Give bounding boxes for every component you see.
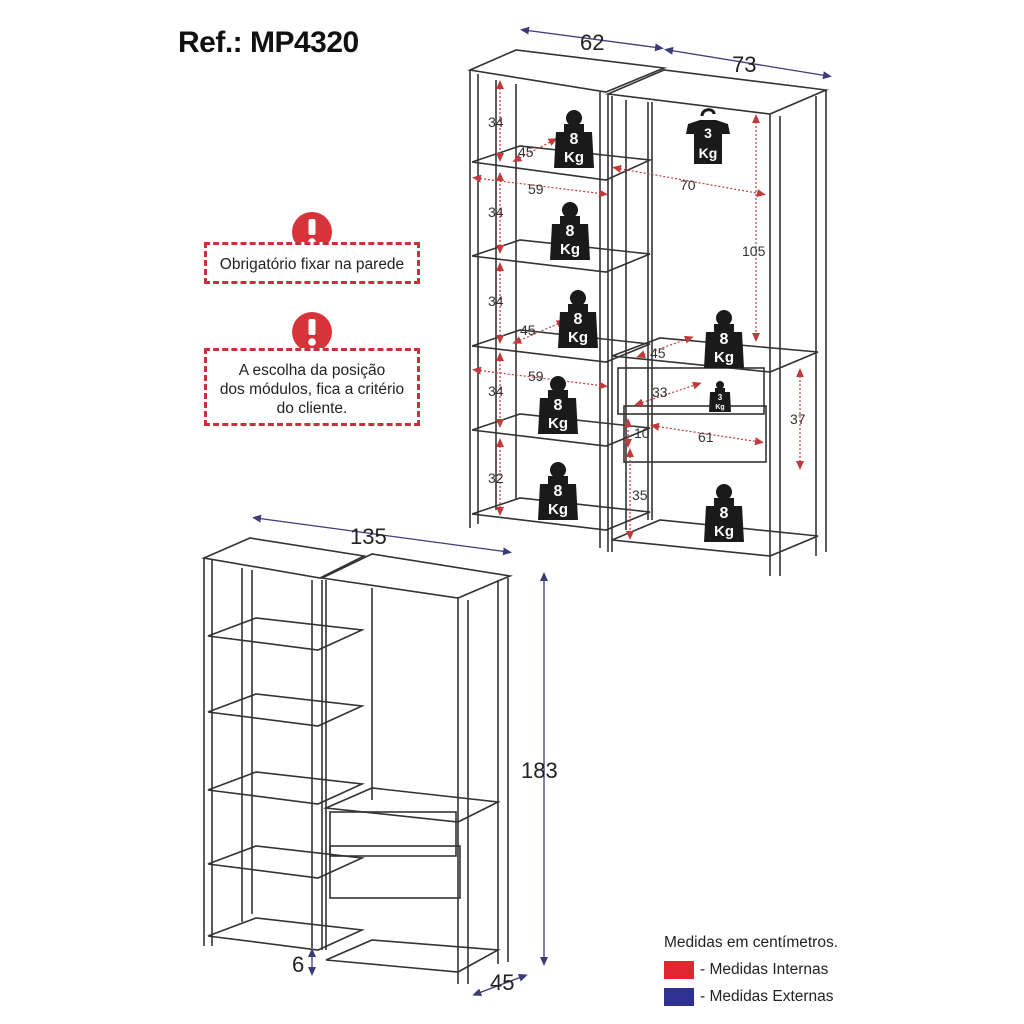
module-position-note-line: A escolha da posição bbox=[238, 362, 386, 379]
dim-shelf-height-3: 34 bbox=[488, 293, 504, 309]
module-position-note-line: dos módulos, fica a critério bbox=[219, 381, 405, 398]
dim-shelf-height-2: 34 bbox=[488, 204, 504, 220]
weight-unit: Kg bbox=[560, 241, 580, 258]
dim-side-shelf-height: 37 bbox=[790, 411, 806, 427]
dim-shelf-depth-2: 45 bbox=[520, 322, 536, 338]
weight-value: 3 bbox=[704, 125, 712, 141]
weight-value: 8 bbox=[574, 311, 583, 328]
dim-shelf-width-1: 59 bbox=[528, 181, 544, 197]
weight-value: 8 bbox=[570, 131, 579, 148]
dim-foot: 6 bbox=[292, 952, 304, 977]
dim-drawer-width: 61 bbox=[698, 429, 714, 445]
weight-icon: 8 Kg bbox=[554, 110, 594, 168]
dim-line-top-right bbox=[664, 46, 832, 80]
weight-icon: 8 Kg bbox=[704, 310, 744, 368]
dim-cabinet-depth: 45 bbox=[650, 345, 666, 361]
external-dimension-labels: 62 73 135 183 45 6 bbox=[292, 30, 756, 995]
weight-icon: 8 Kg bbox=[550, 202, 590, 260]
dim-shelf-width-2: 59 bbox=[528, 368, 544, 384]
weight-value: 8 bbox=[566, 223, 575, 240]
dim-drawer-depth: 33 bbox=[652, 384, 668, 400]
dim-depth: 45 bbox=[490, 970, 514, 995]
dim-top-right: 73 bbox=[732, 52, 756, 77]
dim-rod-width: 70 bbox=[680, 177, 696, 193]
exploded-view-diagram bbox=[467, 49, 830, 576]
dim-top-left: 62 bbox=[580, 30, 604, 55]
weight-value: 8 bbox=[720, 331, 729, 348]
dim-line-depth bbox=[472, 974, 528, 996]
module-position-note: A escolha da posição dos módulos, fica a… bbox=[204, 348, 420, 426]
weight-value: 3 bbox=[718, 393, 723, 402]
dim-lower-height: 35 bbox=[632, 487, 648, 503]
internal-dimension-labels: 34 34 34 34 32 45 45 59 59 70 105 45 33 … bbox=[488, 114, 806, 503]
weight-unit: Kg bbox=[548, 501, 568, 518]
weight-unit: Kg bbox=[564, 149, 584, 166]
weight-value: 8 bbox=[554, 483, 563, 500]
legend-swatch-internal bbox=[664, 961, 694, 979]
dim-shelf-height-4: 34 bbox=[488, 383, 504, 399]
legend: Medidas em centímetros. - Medidas Intern… bbox=[664, 934, 838, 1006]
weight-unit: Kg bbox=[548, 415, 568, 432]
reference-title: Ref.: MP4320 bbox=[178, 26, 359, 59]
weight-badges: 8 Kg 8 Kg 8 Kg 8 Kg 8 Kg 8 Kg bbox=[538, 108, 744, 542]
warning-icon bbox=[292, 312, 332, 352]
weight-value: 8 bbox=[554, 397, 563, 414]
weight-unit: Kg bbox=[714, 349, 734, 366]
weight-unit: Kg bbox=[715, 404, 724, 411]
weight-unit: Kg bbox=[714, 523, 734, 540]
dim-line-width bbox=[252, 514, 512, 556]
legend-title: Medidas em centímetros. bbox=[664, 934, 839, 951]
weight-value: 8 bbox=[720, 505, 729, 522]
dim-shelf-depth-1: 45 bbox=[518, 144, 534, 160]
hanger-weight-icon: 3 Kg bbox=[686, 108, 730, 164]
weight-unit: Kg bbox=[699, 145, 718, 161]
legend-swatch-external bbox=[664, 988, 694, 1006]
dim-drawer-height: 10 bbox=[634, 425, 650, 441]
small-weight-icon: 3 Kg bbox=[709, 381, 731, 412]
weight-icon: 8 Kg bbox=[704, 484, 744, 542]
weight-icon: 8 Kg bbox=[538, 376, 578, 434]
dim-line-top-left bbox=[520, 26, 664, 52]
dim-width: 135 bbox=[350, 524, 387, 549]
legend-item-internal: - Medidas Internas bbox=[664, 961, 838, 979]
dim-shelf-height-1: 34 bbox=[488, 114, 504, 130]
weight-unit: Kg bbox=[568, 329, 588, 346]
legend-label-internal: - Medidas Internas bbox=[700, 961, 829, 978]
weight-icon: 8 Kg bbox=[558, 290, 598, 348]
module-position-note-line: do cliente. bbox=[276, 400, 348, 417]
dim-height: 183 bbox=[521, 758, 558, 783]
legend-label-external: - Medidas Externas bbox=[700, 988, 834, 1005]
wall-fixing-note-text: Obrigatório fixar na parede bbox=[219, 256, 405, 273]
wall-fixing-note: Obrigatório fixar na parede bbox=[204, 242, 420, 284]
assembled-view-diagram bbox=[201, 537, 513, 984]
internal-dimensions bbox=[472, 80, 804, 540]
external-dimensions bbox=[252, 26, 832, 996]
dim-shelf-height-5: 32 bbox=[488, 470, 504, 486]
legend-item-external: - Medidas Externas bbox=[664, 988, 838, 1006]
dim-rod-height: 105 bbox=[742, 243, 766, 259]
weight-icon: 8 Kg bbox=[538, 462, 578, 520]
